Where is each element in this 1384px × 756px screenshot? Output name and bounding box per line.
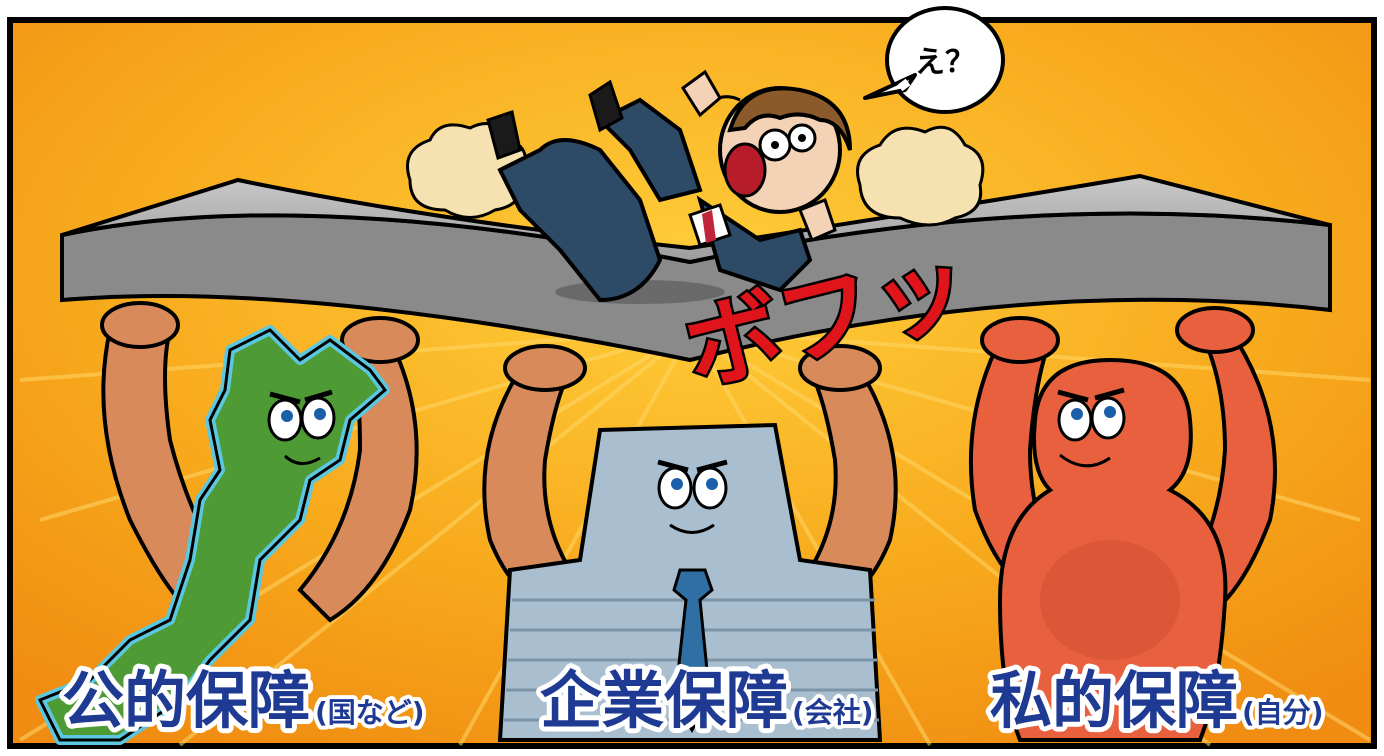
- businessman-mouth: [723, 142, 767, 198]
- label-company-main: 企業保障: [540, 664, 788, 737]
- label-self-main: 私的保障: [990, 664, 1238, 737]
- speech-bubble: [863, 6, 1005, 114]
- shoe-icon: [486, 110, 522, 160]
- suit-body: [497, 138, 663, 303]
- hair: [727, 86, 852, 151]
- label-company-sub: (会社): [792, 696, 874, 729]
- speech-bubble-text: え？: [915, 45, 975, 80]
- self-character: [997, 357, 1228, 742]
- hand-icon: [798, 198, 837, 242]
- label-company: 企業保障 (会社): [535, 659, 878, 742]
- label-self-sub: (自分): [1242, 696, 1324, 729]
- self-eye-left: [1057, 398, 1093, 442]
- center-arms: [482, 344, 898, 603]
- tie-icon: [672, 568, 714, 733]
- self-eye-right: [1090, 396, 1126, 440]
- hand-icon: [680, 69, 722, 118]
- label-public-sub: (国など): [315, 696, 425, 729]
- japan-character: [35, 325, 390, 745]
- dust-cloud-right: [856, 125, 985, 227]
- shoe-icon: [588, 79, 624, 133]
- label-public: 公的保障 (国など): [57, 659, 429, 742]
- label-public-main: 公的保障: [62, 664, 310, 737]
- label-self: 私的保障 (自分): [985, 659, 1328, 742]
- falling-businessman: [486, 69, 852, 303]
- company-character: [497, 422, 883, 742]
